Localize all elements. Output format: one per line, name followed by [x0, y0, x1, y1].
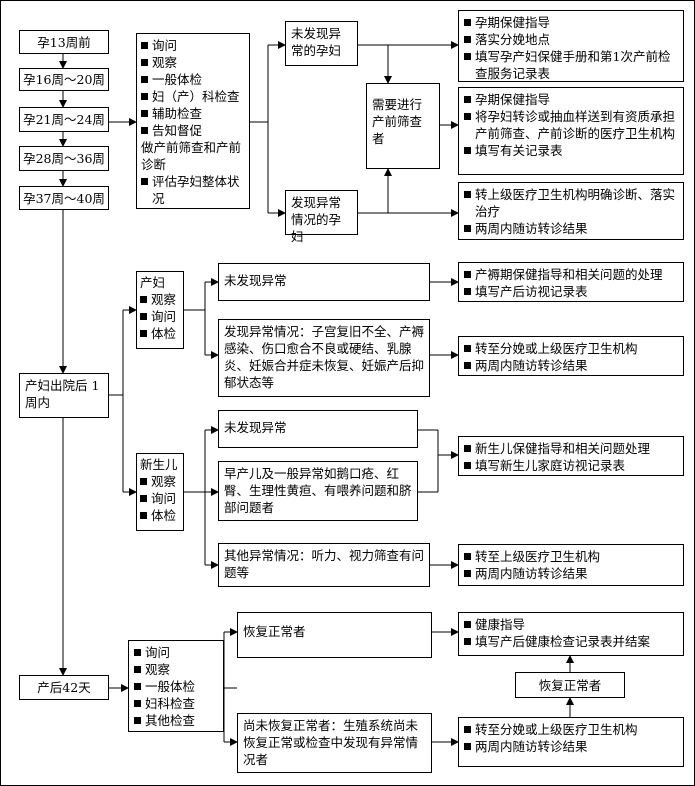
stage-box: 孕16周～20周 [19, 68, 109, 91]
mother-item: 观察 [140, 291, 180, 308]
day42-services-box: 询问 观察 一般体检 妇科检查 其他检查 [128, 640, 224, 732]
outcome-item: 填写有关记录表 [464, 142, 678, 159]
mother-item: 询问 [140, 308, 180, 325]
mother-no-abnormal-box: 未发现异常 [218, 263, 430, 301]
outcome-item: 两周内随访转诊结果 [464, 738, 678, 755]
newborn-outcome-normal: 新生儿保健指导和相关问题处理 填写新生儿家庭访视记录表 [458, 436, 684, 476]
prenatal-services-box: 询问 观察 一般体检 妇（产）科检查 辅助检查 告知督促 做产前筛查和产前诊断 … [136, 33, 250, 209]
postpartum-visit-box: 产妇出院后 1周内 [19, 373, 109, 418]
outcome-item: 填写产后健康检查记录表并结案 [464, 633, 678, 650]
newborn-issues-box: 早产儿及一般异常如鹅口疮、红臀、生理性黄疸、有喂养问题和脐部问题者 [218, 461, 418, 521]
outcome-item: 孕期保健指导 [464, 91, 678, 108]
outcome-item: 新生儿保健指导和相关问题处理 [464, 440, 678, 457]
service-item: 妇科检查 [134, 695, 218, 712]
outcome-item: 转至上级医疗卫生机构 [464, 548, 678, 565]
newborn-other-box: 其他异常情况：听力、视力筛查有问题等 [218, 543, 430, 587]
service-item: 询问 [134, 644, 218, 661]
screening-box: 需要进行产前筛查者 [366, 83, 440, 169]
stage-box: 孕21周～24周 [19, 107, 109, 132]
outcome-item: 填写孕产妇保健手册和第1次产前检查服务记录表 [464, 48, 678, 82]
newborn-item: 询问 [140, 490, 180, 507]
service-item: 询问 [141, 37, 245, 54]
stage-box: 孕13周前 [19, 30, 109, 54]
day42-outcome-normal: 健康指导 填写产后健康检查记录表并结案 [458, 612, 684, 656]
outcome-item: 两周内随访转诊结果 [464, 357, 678, 374]
outcome-item: 孕期保健指导 [464, 14, 678, 31]
outcome-item: 两周内随访转诊结果 [464, 565, 678, 582]
newborn-outcome-abnormal: 转至上级医疗卫生机构 两周内随访转诊结果 [458, 544, 684, 586]
mother-abnormal-box: 发现异常情况：子宫复旧不全、产褥感染、伤口愈合不良或硬结、乳腺炎、妊娠合并症未恢… [218, 319, 430, 397]
outcome-item: 落实分娩地点 [464, 31, 678, 48]
outcome-item: 转上级医疗卫生机构明确诊断、落实治疗 [464, 186, 678, 220]
service-item: 其他检查 [134, 712, 218, 729]
found-abnormal-box: 发现异常情况的孕妇 [285, 190, 358, 244]
newborn-box: 新生儿 观察 询问 体检 [136, 453, 184, 531]
outcome-item: 转至分娩或上级医疗卫生机构 [464, 340, 678, 357]
outcome-item: 转至分娩或上级医疗卫生机构 [464, 721, 678, 738]
outcome-item: 两周内随访转诊结果 [464, 220, 678, 237]
mother-outcome-abnormal: 转至分娩或上级医疗卫生机构 两周内随访转诊结果 [458, 336, 684, 376]
mother-outcome-normal: 产褥期保健指导和相关问题的处理 填写产后访视记录表 [458, 262, 684, 302]
not-recovered-box: 尚未恢复正常者：生殖系统尚未恢复正常或检查中发现有异常情况者 [237, 713, 432, 773]
service-item: 一般体检 [141, 71, 245, 88]
outcome-item: 填写产后访视记录表 [464, 283, 678, 300]
no-abnormal-box: 未发现异常的孕妇 [285, 21, 358, 66]
service-item: 一般体检 [134, 678, 218, 695]
outcome-item: 产褥期保健指导和相关问题的处理 [464, 266, 678, 283]
outcome-normal-box: 孕期保健指导 落实分娩地点 填写孕产妇保健手册和第1次产前检查服务记录表 [458, 10, 684, 82]
service-text: 做产前筛查和产前诊断 [141, 140, 242, 172]
stage-box: 孕37周～40周 [19, 186, 109, 210]
service-item: 辅助检查 [141, 105, 245, 122]
service-item: 观察 [134, 661, 218, 678]
service-item: 告知督促 [141, 122, 245, 139]
mother-title: 产妇 [140, 275, 166, 290]
newborn-item: 体检 [140, 507, 180, 524]
newborn-item: 观察 [140, 473, 180, 490]
outcome-item: 将孕妇转诊或抽血样送到有资质承担产前筛查、产前诊断的医疗卫生机构 [464, 108, 678, 142]
outcome-item: 填写新生儿家庭访视记录表 [464, 457, 678, 474]
mother-item: 体检 [140, 325, 180, 342]
outcome-abnormal-box: 转上级医疗卫生机构明确诊断、落实治疗 两周内随访转诊结果 [458, 182, 684, 240]
outcome-screening-box: 孕期保健指导 将孕妇转诊或抽血样送到有资质承担产前筛查、产前诊断的医疗卫生机构 … [458, 87, 684, 175]
service-item: 妇（产）科检查 [141, 88, 245, 105]
service-item: 观察 [141, 54, 245, 71]
day42-outcome-abnormal: 转至分娩或上级医疗卫生机构 两周内随访转诊结果 [458, 717, 684, 767]
mother-box: 产妇 观察 询问 体检 [136, 271, 184, 349]
outcome-item: 健康指导 [464, 616, 678, 633]
day42-box: 产后42天 [19, 675, 109, 700]
service-item: 评估孕妇整体状况 [141, 173, 245, 207]
newborn-no-abnormal-box: 未发现异常 [218, 410, 418, 448]
stage-box: 孕28周～36周 [19, 146, 109, 171]
recovered-box: 恢复正常者 [237, 612, 432, 658]
newborn-title: 新生儿 [140, 457, 178, 472]
recovered-feedback-box: 恢复正常者 [515, 672, 625, 698]
